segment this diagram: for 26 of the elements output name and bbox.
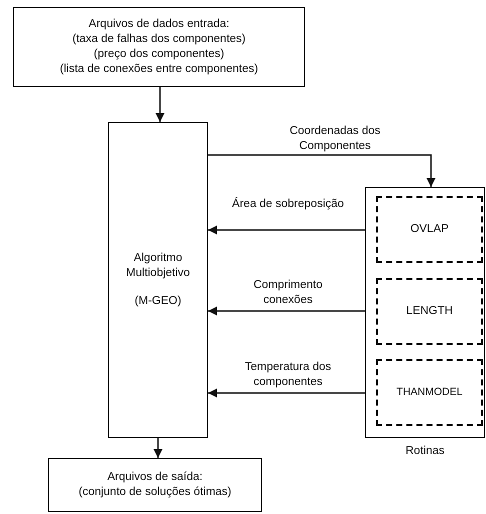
routine-box xyxy=(376,359,483,426)
arrow xyxy=(208,306,365,316)
box-text: LENGTH xyxy=(406,304,453,319)
box-text: (M-GEO) xyxy=(134,294,182,310)
group-box xyxy=(365,187,485,438)
box-text: Arquivos de dados entrada: xyxy=(88,17,230,32)
arrow xyxy=(154,438,162,458)
box-text: (preço dos componentes) xyxy=(94,47,224,62)
box-text: (lista de conexões entre componentes) xyxy=(60,62,258,77)
arrow xyxy=(208,388,365,398)
process-box xyxy=(108,122,208,438)
box-text: Algoritmo Multiobjetivo xyxy=(125,250,191,280)
box-text: Arquivos de saída: xyxy=(107,470,203,485)
box-text: (conjunto de soluções ótimas) xyxy=(78,485,232,500)
arrow xyxy=(208,226,365,234)
edge-label: Área de sobreposição xyxy=(232,197,344,212)
arrow xyxy=(156,87,164,122)
box-text: (taxa de falhas dos componentes) xyxy=(72,32,246,47)
process-box xyxy=(13,7,305,87)
process-box xyxy=(48,458,262,512)
group-caption: Rotinas xyxy=(404,445,446,457)
box-text: OVLAP xyxy=(410,222,449,237)
arrow xyxy=(208,154,436,187)
routine-box xyxy=(376,196,483,263)
routine-box xyxy=(376,278,483,345)
box-text: THANMODEL xyxy=(396,386,462,400)
